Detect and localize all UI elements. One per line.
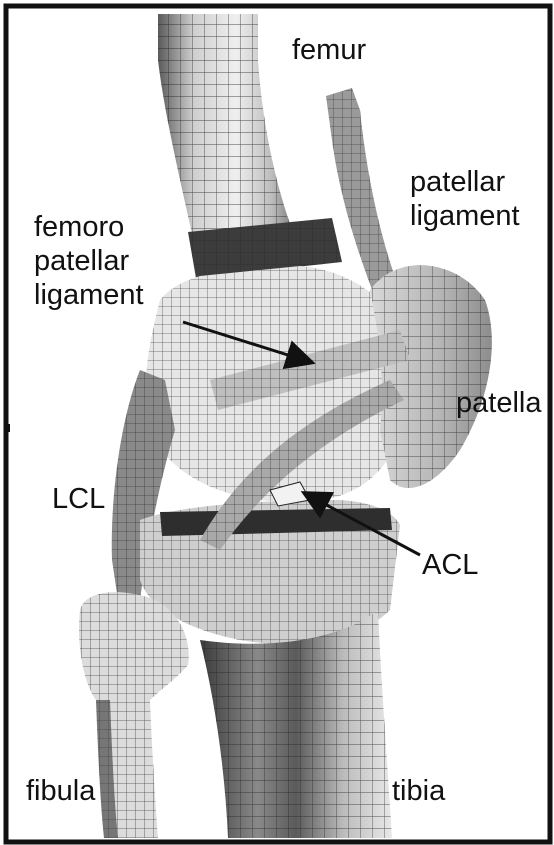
label-femoro-patellar-ligament-line2: patellar	[34, 244, 144, 278]
label-femoro-patellar-ligament: femoro patellar ligament	[34, 210, 144, 312]
label-femoro-patellar-ligament-line3: ligament	[34, 278, 144, 312]
label-patellar-ligament-line2: ligament	[410, 199, 520, 233]
label-femur: femur	[292, 33, 366, 67]
label-lcl: LCL	[52, 482, 105, 516]
label-fibula: fibula	[26, 774, 95, 808]
left-edge-tick	[4, 424, 10, 432]
label-patellar-ligament-line1: patellar	[410, 165, 520, 199]
label-femoro-patellar-ligament-line1: femoro	[34, 210, 144, 244]
label-patellar-ligament: patellar ligament	[410, 165, 520, 233]
label-patella: patella	[456, 386, 541, 420]
label-acl: ACL	[422, 548, 478, 582]
label-tibia: tibia	[392, 774, 445, 808]
tibia-bone	[200, 610, 392, 838]
